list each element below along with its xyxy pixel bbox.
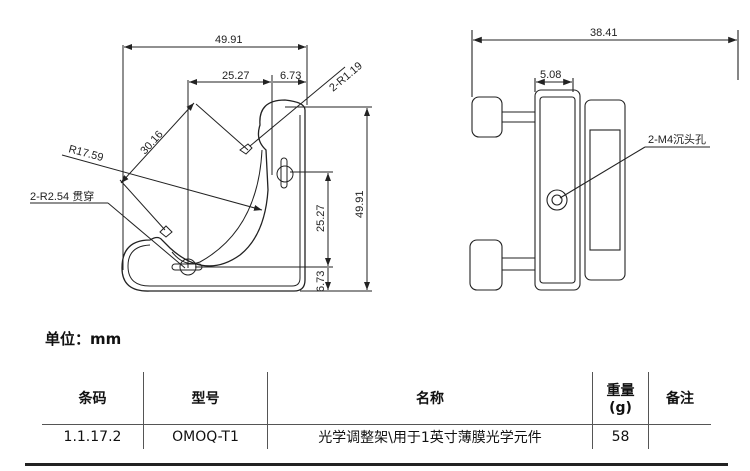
cell-name: 光学调整架\用于1英寸薄膜光学元件 [267,424,593,449]
cell-barcode: 1.1.17.2 [63,429,122,445]
header-remarks: 备注 [648,372,711,425]
front-view-dimensions: 49.91 25.27 6.73 30.16 R17.59 2-R1.19 2-… [30,34,366,292]
front-view [30,44,372,292]
dim-a: 25.27 [222,70,250,82]
bottom-divider [25,463,728,466]
dim-radius-hole: 2-R2.54 贯穿 [30,189,94,203]
bracket-outline [121,99,306,292]
dim-width-total: 49.91 [215,34,243,46]
header-weight: 重量(g) [592,372,649,425]
side-view [469,30,739,291]
side-view-dimensions: 38.41 5.08 2-M4沉头孔 [540,27,706,146]
adjuster-knob-top [471,96,503,138]
cell-model: OMOQ-T1 [143,424,268,449]
header-model: 型号 [143,372,268,425]
hole-note: 2-M4沉头孔 [648,133,706,146]
dim-diag: 30.16 [138,129,165,157]
header-weight-line1: 重量 [606,383,635,399]
dim-height-b: 6.73 [315,271,327,292]
dim-side-offset: 5.08 [540,69,561,81]
header-weight-line2: (g) [609,400,632,416]
table-header-row: 条码 型号 名称 重量(g) 备注 [42,372,711,425]
dim-height-a: 25.27 [315,204,327,232]
header-name: 名称 [267,372,593,425]
cell-weight: 58 [592,424,649,449]
unit-label: 单位：mm [45,330,122,348]
dim-radius-main: R17.59 [67,143,104,164]
adjuster-knob-bottom [469,239,503,291]
technical-drawing: 49.91 25.27 6.73 30.16 R17.59 2-R1.19 2-… [30,27,739,292]
cell-remarks [648,424,711,449]
spec-table: 条码 型号 名称 重量(g) 备注 1.1.17.2 OMOQ-T1 光学调整架… [42,372,711,449]
table-row: 1.1.17.2 OMOQ-T1 光学调整架\用于1英寸薄膜光学元件 58 [42,424,711,449]
dim-b: 6.73 [280,70,301,82]
dim-side-width: 38.41 [590,27,618,39]
header-barcode: 条码 [42,372,144,425]
dim-height-total: 49.91 [354,190,366,218]
